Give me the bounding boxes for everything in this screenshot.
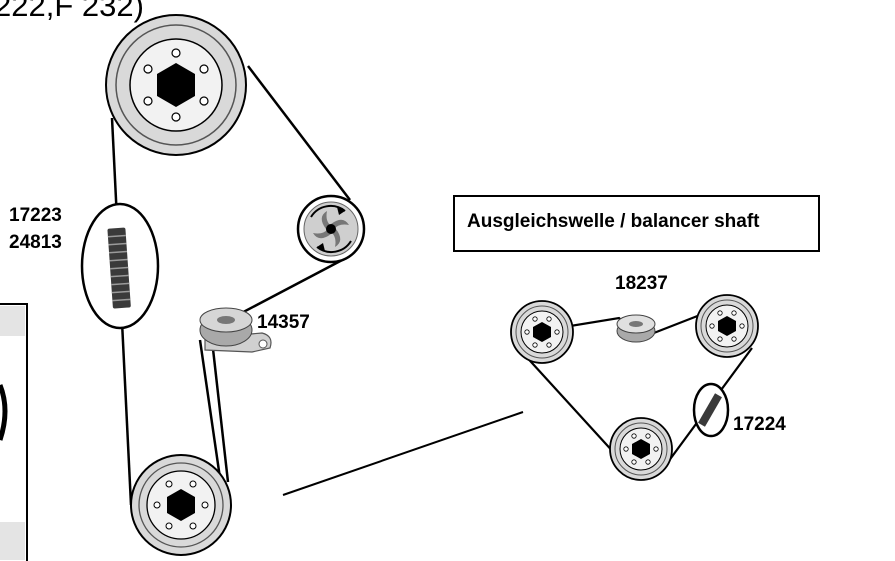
balancer-pulley-left <box>510 300 574 364</box>
balancer-belt-callout <box>692 382 730 438</box>
balancer-pulley-bottom <box>609 417 673 481</box>
camshaft-pulley <box>105 14 247 156</box>
belt-callout <box>80 202 160 330</box>
toothed-belt-icon <box>107 227 131 309</box>
water-pump-icon <box>296 194 366 264</box>
tensioner-roller-icon <box>199 307 272 353</box>
part-number-label: 17223 <box>9 205 62 226</box>
connector-line <box>282 411 524 496</box>
part-number-label: 24813 <box>9 232 62 253</box>
part-number-label: 18237 <box>615 273 668 294</box>
header-text: 222,F 232) <box>0 0 144 23</box>
part-number-label: 17224 <box>733 414 786 435</box>
balancer-pulley-right <box>695 294 759 358</box>
balancer-shaft-box: Ausgleichswelle / balancer shaft <box>453 195 820 252</box>
inset-panel <box>0 303 28 561</box>
balancer-tensioner-icon <box>616 314 656 343</box>
crankshaft-pulley <box>130 454 232 556</box>
part-number-label: 14357 <box>257 312 310 333</box>
balancer-shaft-title: Ausgleichswelle / balancer shaft <box>467 211 760 232</box>
